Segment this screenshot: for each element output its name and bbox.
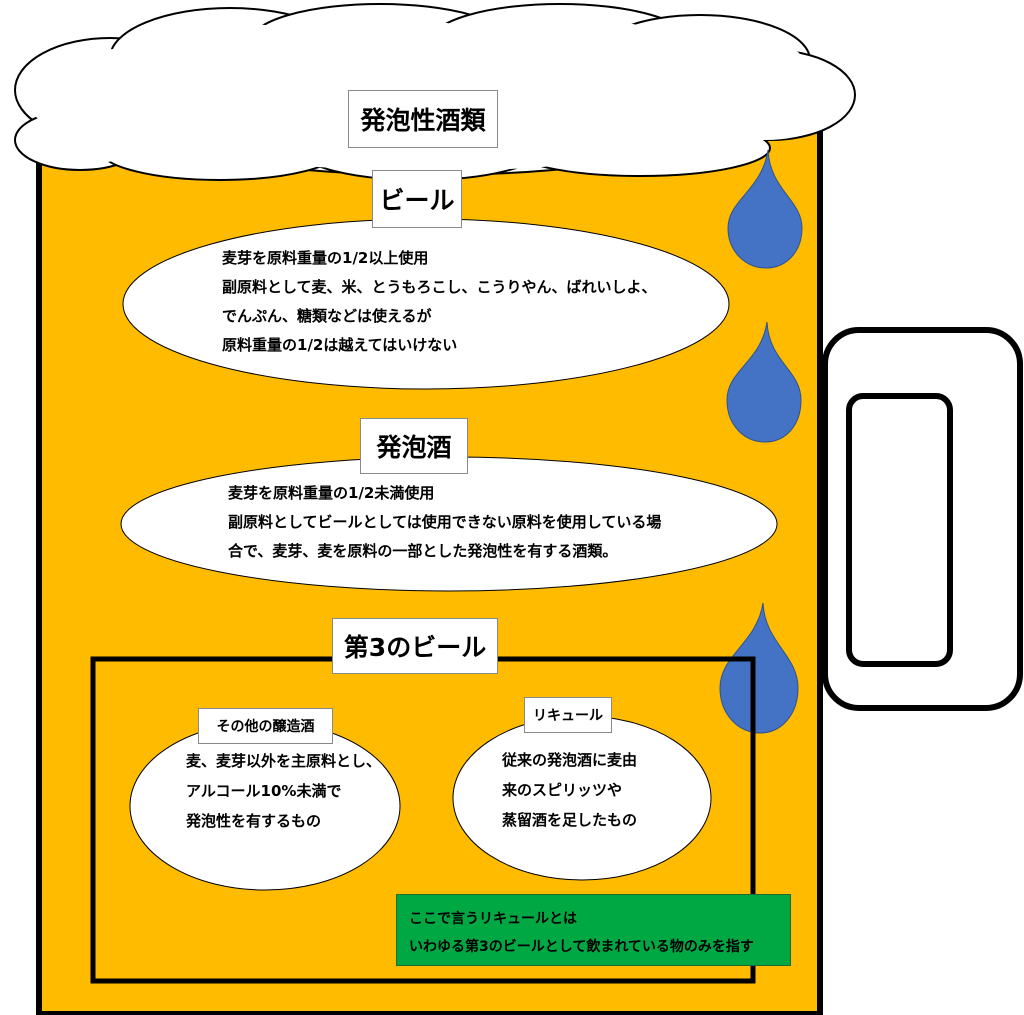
drop-icon [726, 321, 802, 443]
happoshu-description: 麦芽を原料重量の1/2未満使用 副原料としてビールとしては使用できない原料を使用… [228, 479, 661, 566]
happoshu-label: 発泡酒 [360, 418, 468, 474]
text-line: 発泡性を有するもの [186, 812, 322, 830]
text-line: アルコール10%未満で [186, 782, 342, 800]
text-line: 副原料として麦、米、とうもろこし、こうりやん、ばれいしよ、 [222, 278, 657, 296]
text-line: 麦芽を原料重量の1/2未満使用 [228, 484, 435, 502]
page-title: 発泡性酒類 [348, 90, 498, 148]
text-line: 原料重量の1/2は越えてはいけない [222, 336, 458, 354]
beer-label: ビール [372, 170, 462, 228]
text-line: でんぷん、糖類などは使えるが [222, 307, 432, 325]
text-line: 麦、麦芽以外を主原料とし、 [186, 752, 382, 770]
text-line: 蒸留酒を足したもの [502, 811, 638, 829]
liqueur-note: ここで言うリキュールとは いわゆる第3のビールとして飲まれている物のみを指す [396, 894, 791, 966]
liqueur-description: 従来の発泡酒に麦由 来のスピリッツや 蒸留酒を足したもの [502, 745, 637, 835]
text-line: 来のスピリッツや [502, 781, 623, 799]
third-beer-label: 第3のビール [332, 618, 498, 674]
liqueur-label: リキュール [524, 697, 612, 733]
drop-icon [727, 149, 803, 269]
text-line: 副原料としてビールとしては使用できない原料を使用している場 [228, 513, 662, 531]
other-brew-label: その他の醸造酒 [198, 708, 333, 744]
text-line: 麦芽を原料重量の1/2以上使用 [222, 249, 429, 267]
beer-description: 麦芽を原料重量の1/2以上使用 副原料として麦、米、とうもろこし、こうりやん、ば… [222, 244, 657, 360]
text-line: ここで言うリキュールとは [409, 911, 577, 927]
mug-handle-inner [846, 393, 953, 667]
text-line: 合で、麦芽、麦を原料の一部とした発泡性を有する酒類。 [228, 542, 618, 560]
text-line: いわゆる第3のビールとして飲まれている物のみを指す [409, 939, 754, 955]
other-brew-description: 麦、麦芽以外を主原料とし、 アルコール10%未満で 発泡性を有するもの [186, 746, 381, 836]
text-line: 従来の発泡酒に麦由 [502, 751, 638, 769]
